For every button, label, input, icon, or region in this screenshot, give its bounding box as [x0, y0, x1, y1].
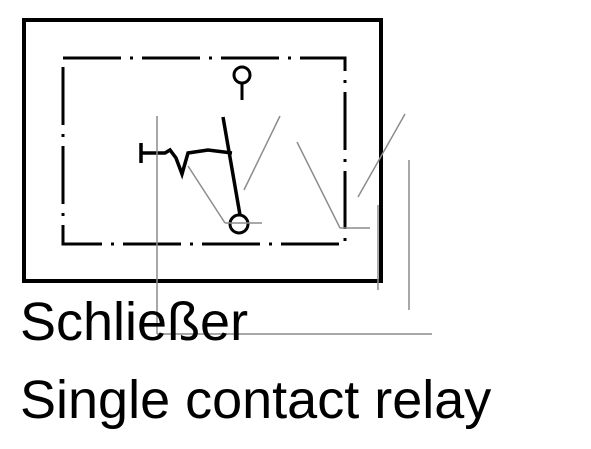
top-terminal: [232, 65, 252, 85]
annotation-leaders: [156, 113, 432, 335]
contact-blade: [221, 116, 242, 216]
caption-german: Schließer: [20, 292, 249, 352]
bottom-terminal: [228, 213, 250, 235]
outer-frame: [22, 18, 383, 283]
inner-boundary: [61, 56, 347, 246]
caption-english: Single contact relay: [20, 370, 492, 430]
actuator-mechanism: [139, 143, 233, 180]
